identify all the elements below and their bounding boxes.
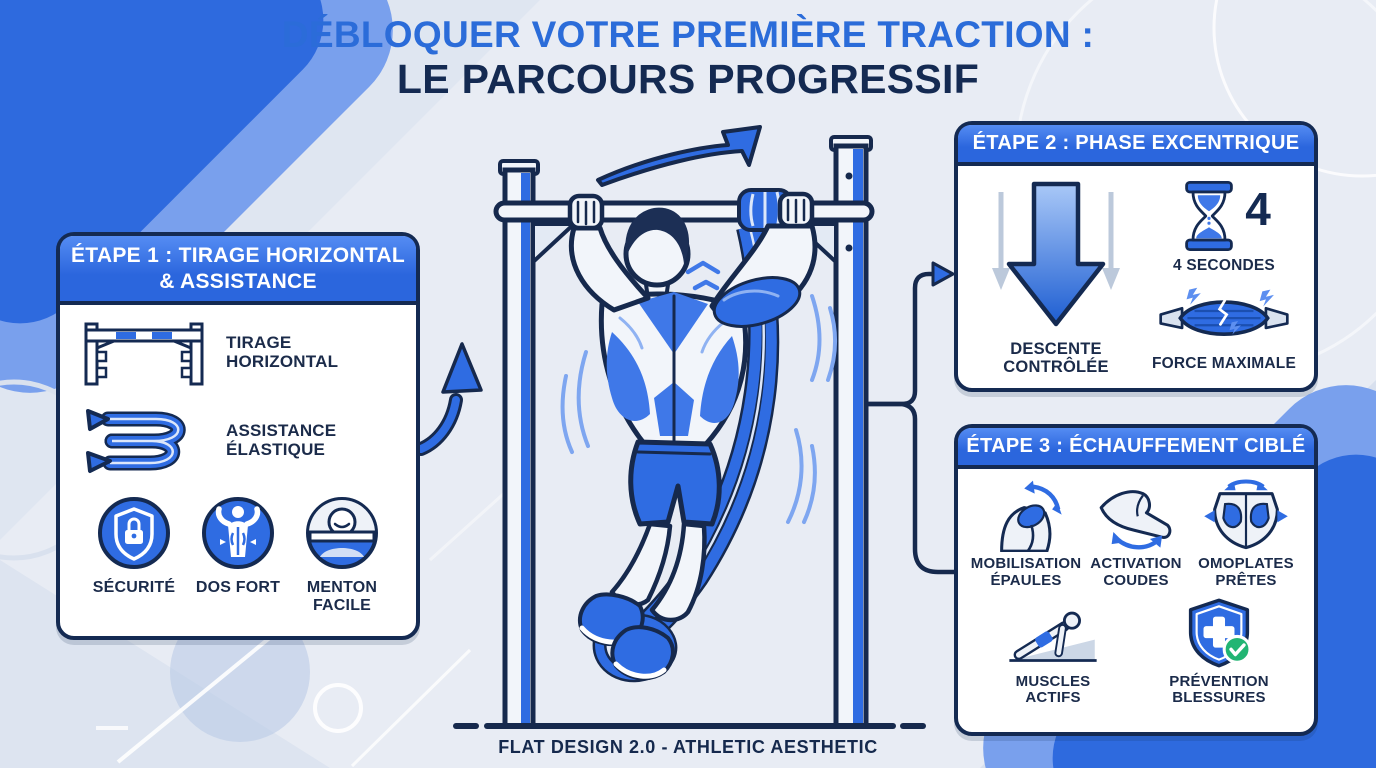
shield-check-icon: [1188, 598, 1252, 668]
etape3-item-label: MOBILISATION ÉPAULES: [970, 555, 1082, 589]
left-arm: [568, 225, 651, 313]
etape3-item-coudes: ACTIVATION COUDES: [1082, 478, 1190, 590]
panel-etape-3: ÉTAPE 3 : ÉCHAUFFEMENT CIBLÉ MOBILISATIO…: [954, 424, 1318, 736]
etape1-item-label: TIRAGE HORIZONTAL: [226, 333, 339, 372]
panel-etape-1: ÉTAPE 1 : TIRAGE HORIZONTAL & ASSISTANCE…: [56, 232, 420, 640]
badge-menton-facile: MENTON FACILE: [290, 495, 394, 615]
badge-securite: SÉCURITÉ: [82, 495, 186, 615]
footer-caption: FLAT DESIGN 2.0 - ATHLETIC AESTHETIC: [498, 737, 878, 757]
etape2-descent: DESCENTE CONTRÔLÉE: [970, 178, 1142, 377]
etape3-item-label: OMOPLATES PRÊTES: [1198, 555, 1294, 589]
panel-etape-2: ÉTAPE 2 : PHASE EXCENTRIQUE DESCENTE CON…: [954, 121, 1318, 392]
leg-right: [649, 521, 707, 623]
panel-etape-3-header: ÉTAPE 3 : ÉCHAUFFEMENT CIBLÉ: [958, 428, 1314, 469]
badge-dos-fort: DOS FORT: [186, 495, 290, 615]
hair: [625, 207, 690, 264]
panel-etape-1-header: ÉTAPE 1 : TIRAGE HORIZONTAL & ASSISTANCE: [60, 236, 416, 306]
etape2-right-column: 4 4 SECONDES FORCE MAXIMALE: [1142, 178, 1306, 377]
panel1-curved-arrow-icon: [414, 342, 483, 456]
connector-lines: [866, 261, 955, 575]
muscle-icon: [1159, 288, 1289, 337]
etape3-item-label: ACTIVATION COUDES: [1090, 555, 1182, 589]
panel-etape-2-header: ÉTAPE 2 : PHASE EXCENTRIQUE: [958, 125, 1314, 166]
shoulder-chevrons: [685, 260, 721, 291]
etape1-badges-row: SÉCURITÉ DOS FORT: [60, 481, 416, 615]
etape2-force-label: FORCE MAXIMALE: [1151, 355, 1297, 373]
etape3-item-label: MUSCLES ACTIFS: [1015, 672, 1091, 707]
etape3-item-label: PRÉVENTION BLESSURES: [1169, 672, 1269, 707]
shorts: [628, 439, 722, 527]
chin-over-bar-icon: [306, 497, 378, 570]
etape1-item-row: TIRAGE HORIZONTAL: [60, 305, 416, 390]
strong-back-icon: [202, 497, 274, 570]
etape1-header-line2: & ASSISTANCE: [159, 269, 317, 293]
etape3-row-2: MUSCLES ACTIFS PRÉVENTION BLESSURES: [958, 590, 1314, 708]
etape3-item-epaules: MOBILISATION ÉPAULES: [970, 478, 1082, 590]
title-line-2: LE PARCOURS PROGRESSIF: [396, 55, 980, 102]
biceps: [712, 276, 802, 328]
elastic-band-icon: [86, 409, 186, 474]
title-line-1: DÉBLOQUER VOTRE PREMIÈRE TRACTION :: [281, 14, 1095, 55]
badge-label: SÉCURITÉ: [92, 579, 176, 597]
back-muscles: [606, 292, 739, 444]
row-rack-icon: [84, 322, 204, 386]
pullup-bar: [493, 200, 875, 223]
badge-label: MENTON FACILE: [306, 579, 378, 615]
upward-swoosh-arrow-icon: [596, 125, 762, 187]
etape3-item-omoplates: OMOPLATES PRÊTES: [1192, 478, 1300, 590]
badge-label: DOS FORT: [195, 579, 281, 597]
plank-icon: [1009, 611, 1097, 662]
shield-lock-icon: [98, 497, 170, 570]
etape2-body: DESCENTE CONTRÔLÉE 4 4 SECONDES: [958, 166, 1314, 377]
athlete-figure: [560, 191, 838, 683]
connector-arrowhead-icon: [931, 261, 955, 287]
scapula-icon: [1204, 479, 1288, 550]
etape1-item-row: ASSISTANCE ÉLASTIQUE: [60, 390, 416, 481]
etape1-header-line1: ÉTAPE 1 : TIRAGE HORIZONTAL: [71, 244, 405, 267]
big-down-arrow-icon: [992, 181, 1120, 327]
etape1-item-label: ASSISTANCE ÉLASTIQUE: [226, 421, 337, 460]
etape2-duration: 4: [1177, 178, 1271, 254]
etape2-descent-label: DESCENTE CONTRÔLÉE: [1003, 340, 1109, 377]
shoulder-mobility-icon: [1000, 480, 1062, 552]
etape3-row-1: MOBILISATION ÉPAULES ACTIVATION COUDES: [958, 469, 1314, 590]
page-title: DÉBLOQUER VOTRE PREMIÈRE TRACTION : LE P…: [0, 14, 1376, 102]
hourglass-icon: [1185, 181, 1234, 251]
duration-number: 4: [1245, 183, 1271, 235]
motion-lines: [560, 294, 838, 524]
etape3-item-prevention: PRÉVENTION BLESSURES: [1165, 596, 1273, 708]
etape2-duration-label: 4 SECONDES: [1173, 257, 1275, 274]
etape3-item-muscles-actifs: MUSCLES ACTIFS: [999, 596, 1107, 708]
elbow-activation-icon: [1099, 490, 1172, 550]
